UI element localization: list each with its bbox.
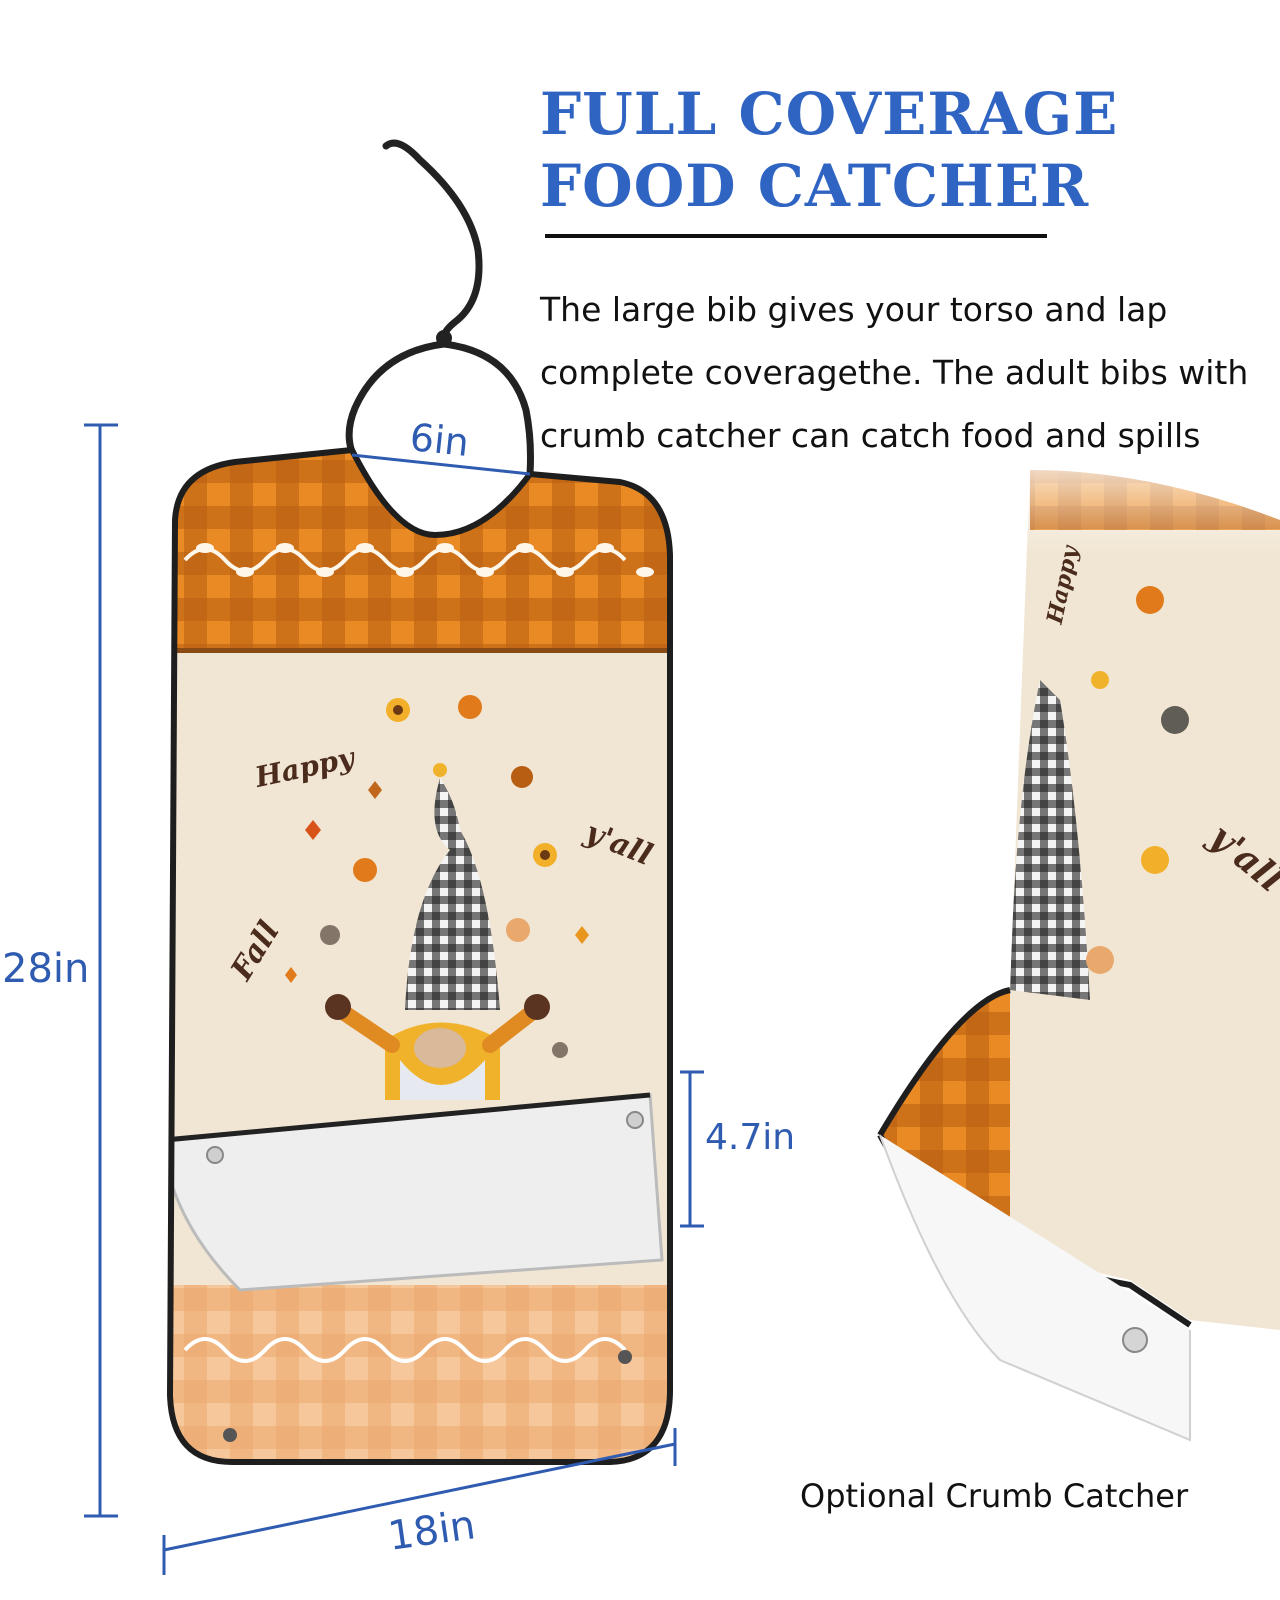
headline-line-2: FOOD CATCHER <box>540 152 1090 220</box>
feature-description: The large bib gives your torso and lap c… <box>540 290 1249 455</box>
headline-line-1: FULL COVERAGE <box>540 80 1119 148</box>
side-view-detail <box>860 440 1280 1442</box>
height-dimension-label: 28in <box>2 946 90 992</box>
neck-strap <box>345 139 534 475</box>
gnome-illustration <box>325 763 550 1100</box>
pocket-dimension-label: 4.7in <box>705 1117 796 1158</box>
fall-motifs <box>285 695 589 1058</box>
headline-divider <box>545 234 1047 238</box>
crumb-catcher-caption: Optional Crumb Catcher <box>800 1477 1189 1515</box>
neck-dimension-label: 6in <box>407 415 471 465</box>
dimension-guides <box>84 423 704 1575</box>
headline: FULL COVERAGE FOOD CATCHER <box>540 78 1119 222</box>
